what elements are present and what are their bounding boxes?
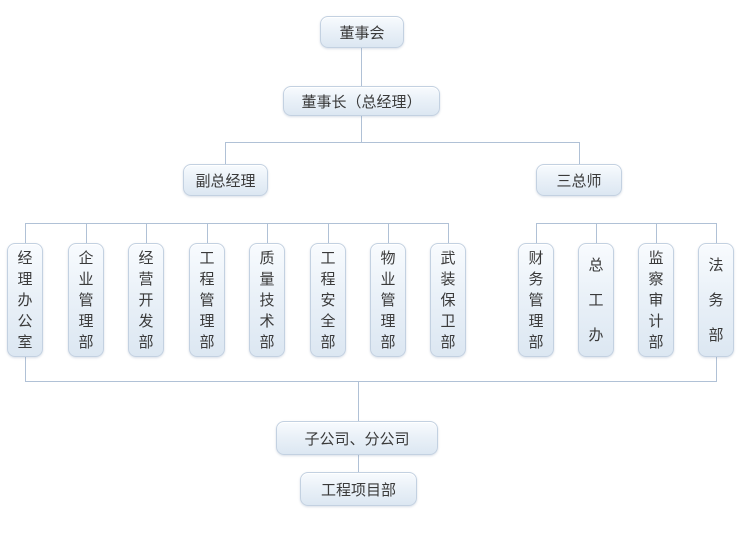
connector-line: [267, 223, 268, 243]
dept-box-enterprise-management: 企 业 管 理 部: [68, 243, 104, 357]
connector-line: [86, 223, 87, 243]
node-chairman: 董事长（总经理）: [283, 86, 440, 116]
dept-box-supervision-audit: 监 察 审 计 部: [638, 243, 674, 357]
connector-line: [25, 223, 449, 224]
dept-box-legal-affairs: 法 务 部: [698, 243, 734, 357]
connector-line: [358, 381, 359, 421]
connector-line: [207, 223, 208, 243]
node-three-chief-engineers: 三总师: [536, 164, 622, 196]
dept-box-property-management: 物 业 管 理 部: [370, 243, 406, 357]
connector-line: [448, 223, 449, 243]
connector-line: [225, 142, 226, 164]
connector-line: [361, 48, 362, 86]
connector-line: [716, 357, 717, 381]
dept-box-quality-technology: 质 量 技 术 部: [249, 243, 285, 357]
connector-line: [225, 142, 580, 143]
dept-box-armed-security: 武 装 保 卫 部: [430, 243, 466, 357]
connector-line: [536, 223, 717, 224]
dept-box-engineering-management: 工 程 管 理 部: [189, 243, 225, 357]
dept-box-business-development: 经 营 开 发 部: [128, 243, 164, 357]
connector-line: [579, 142, 580, 164]
node-board: 董事会: [320, 16, 404, 48]
connector-line: [656, 223, 657, 243]
connector-line: [146, 223, 147, 243]
connector-line: [25, 381, 717, 382]
connector-line: [361, 116, 362, 142]
node-deputy-general-manager: 副总经理: [183, 164, 268, 196]
connector-line: [358, 455, 359, 472]
node-project-department: 工程项目部: [300, 472, 417, 506]
connector-line: [25, 357, 26, 381]
dept-box-chief-engineer-office: 总 工 办: [578, 243, 614, 357]
node-subsidiaries: 子公司、分公司: [276, 421, 438, 455]
connector-line: [596, 223, 597, 243]
dept-box-engineering-safety: 工 程 安 全 部: [310, 243, 346, 357]
dept-box-financial-management: 财 务 管 理 部: [518, 243, 554, 357]
connector-line: [388, 223, 389, 243]
dept-box-manager-office: 经 理 办 公 室: [7, 243, 43, 357]
connector-line: [536, 223, 537, 243]
connector-line: [25, 223, 26, 243]
connector-line: [328, 223, 329, 243]
connector-line: [716, 223, 717, 243]
